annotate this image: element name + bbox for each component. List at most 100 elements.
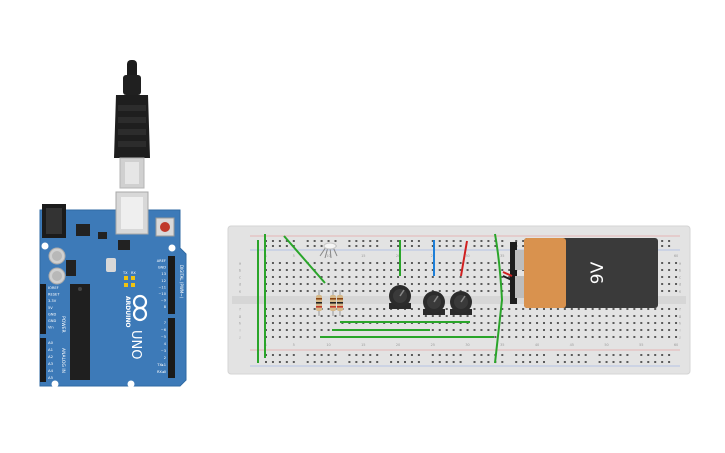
breadboard-hole[interactable]: [271, 308, 274, 310]
rail-hole[interactable]: [327, 240, 330, 242]
breadboard-hole[interactable]: [459, 290, 462, 292]
rail-hole[interactable]: [515, 240, 518, 242]
breadboard-hole[interactable]: [431, 283, 434, 285]
rail-hole[interactable]: [362, 245, 365, 247]
breadboard-hole[interactable]: [383, 308, 386, 310]
rail-hole[interactable]: [487, 361, 490, 363]
rail-hole[interactable]: [397, 354, 400, 356]
breadboard-hole[interactable]: [299, 308, 302, 310]
breadboard-hole[interactable]: [459, 283, 462, 285]
breadboard-hole[interactable]: [397, 269, 400, 271]
breadboard-hole[interactable]: [417, 276, 420, 278]
rail-hole[interactable]: [431, 354, 434, 356]
breadboard-hole[interactable]: [640, 322, 643, 324]
breadboard-hole[interactable]: [612, 315, 615, 317]
breadboard-hole[interactable]: [473, 269, 476, 271]
breadboard-hole[interactable]: [431, 329, 434, 331]
rail-hole[interactable]: [584, 354, 587, 356]
breadboard-hole[interactable]: [675, 308, 678, 310]
breadboard-hole[interactable]: [494, 276, 497, 278]
breadboard-hole[interactable]: [452, 329, 455, 331]
breadboard-hole[interactable]: [598, 336, 601, 338]
breadboard-hole[interactable]: [501, 329, 504, 331]
rail-hole[interactable]: [529, 354, 532, 356]
breadboard-hole[interactable]: [647, 308, 650, 310]
breadboard-hole[interactable]: [473, 308, 476, 310]
rail-hole[interactable]: [522, 361, 525, 363]
breadboard-hole[interactable]: [320, 262, 323, 264]
breadboard-hole[interactable]: [417, 290, 420, 292]
rail-hole[interactable]: [501, 361, 504, 363]
rail-hole[interactable]: [397, 361, 400, 363]
rail-hole[interactable]: [445, 245, 448, 247]
rail-hole[interactable]: [452, 354, 455, 356]
breadboard-hole[interactable]: [271, 290, 274, 292]
breadboard-hole[interactable]: [424, 283, 427, 285]
breadboard-hole[interactable]: [313, 262, 316, 264]
breadboard-hole[interactable]: [452, 283, 455, 285]
breadboard-hole[interactable]: [515, 329, 518, 331]
breadboard-hole[interactable]: [348, 290, 351, 292]
breadboard-hole[interactable]: [445, 308, 448, 310]
rail-hole[interactable]: [417, 354, 420, 356]
breadboard-hole[interactable]: [452, 262, 455, 264]
breadboard-hole[interactable]: [501, 276, 504, 278]
breadboard-hole[interactable]: [466, 290, 469, 292]
breadboard-hole[interactable]: [341, 262, 344, 264]
breadboard-hole[interactable]: [633, 322, 636, 324]
breadboard-hole[interactable]: [424, 262, 427, 264]
breadboard-hole[interactable]: [501, 315, 504, 317]
rail-hole[interactable]: [404, 240, 406, 242]
rail-hole[interactable]: [452, 245, 455, 247]
rail-hole[interactable]: [668, 245, 671, 247]
breadboard-hole[interactable]: [320, 290, 323, 292]
breadboard-hole[interactable]: [341, 283, 344, 285]
rail-hole[interactable]: [313, 245, 316, 247]
breadboard-hole[interactable]: [327, 315, 330, 317]
breadboard-hole[interactable]: [577, 322, 580, 324]
breadboard-hole[interactable]: [668, 308, 671, 310]
breadboard-hole[interactable]: [487, 308, 490, 310]
breadboard-hole[interactable]: [327, 308, 330, 310]
breadboard-hole[interactable]: [633, 329, 636, 331]
breadboard-hole[interactable]: [494, 262, 497, 264]
breadboard-hole[interactable]: [577, 336, 580, 338]
breadboard-hole[interactable]: [570, 336, 573, 338]
battery-9v[interactable]: 9V: [502, 238, 658, 308]
breadboard-hole[interactable]: [278, 262, 281, 264]
breadboard-hole[interactable]: [313, 283, 316, 285]
breadboard-hole[interactable]: [369, 290, 372, 292]
breadboard-hole[interactable]: [383, 269, 386, 271]
rail-hole[interactable]: [334, 354, 337, 356]
rail-hole[interactable]: [536, 361, 539, 363]
breadboard-hole[interactable]: [278, 322, 281, 324]
breadboard-hole[interactable]: [285, 283, 288, 285]
breadboard-hole[interactable]: [355, 269, 358, 271]
rail-hole[interactable]: [473, 240, 476, 242]
breadboard-hole[interactable]: [563, 322, 566, 324]
rail-hole[interactable]: [285, 245, 288, 247]
digital-header-top[interactable]: [168, 256, 175, 314]
breadboard-hole[interactable]: [334, 276, 337, 278]
breadboard-hole[interactable]: [633, 315, 636, 317]
breadboard-hole[interactable]: [397, 262, 400, 264]
breadboard-hole[interactable]: [438, 290, 441, 292]
breadboard-hole[interactable]: [278, 329, 281, 331]
rgb-led[interactable]: [319, 242, 338, 259]
breadboard-hole[interactable]: [473, 315, 476, 317]
breadboard-hole[interactable]: [327, 322, 330, 324]
breadboard-hole[interactable]: [480, 308, 483, 310]
breadboard-hole[interactable]: [313, 290, 316, 292]
rail-hole[interactable]: [445, 240, 448, 242]
analog-header[interactable]: [40, 338, 46, 382]
breadboard-hole[interactable]: [334, 262, 337, 264]
breadboard-hole[interactable]: [383, 276, 386, 278]
breadboard-hole[interactable]: [508, 283, 511, 285]
breadboard-hole[interactable]: [285, 269, 288, 271]
breadboard-hole[interactable]: [348, 283, 351, 285]
breadboard-hole[interactable]: [675, 269, 678, 271]
breadboard-hole[interactable]: [404, 262, 406, 264]
breadboard-hole[interactable]: [654, 308, 657, 310]
breadboard-hole[interactable]: [675, 315, 678, 317]
rail-hole[interactable]: [563, 361, 566, 363]
